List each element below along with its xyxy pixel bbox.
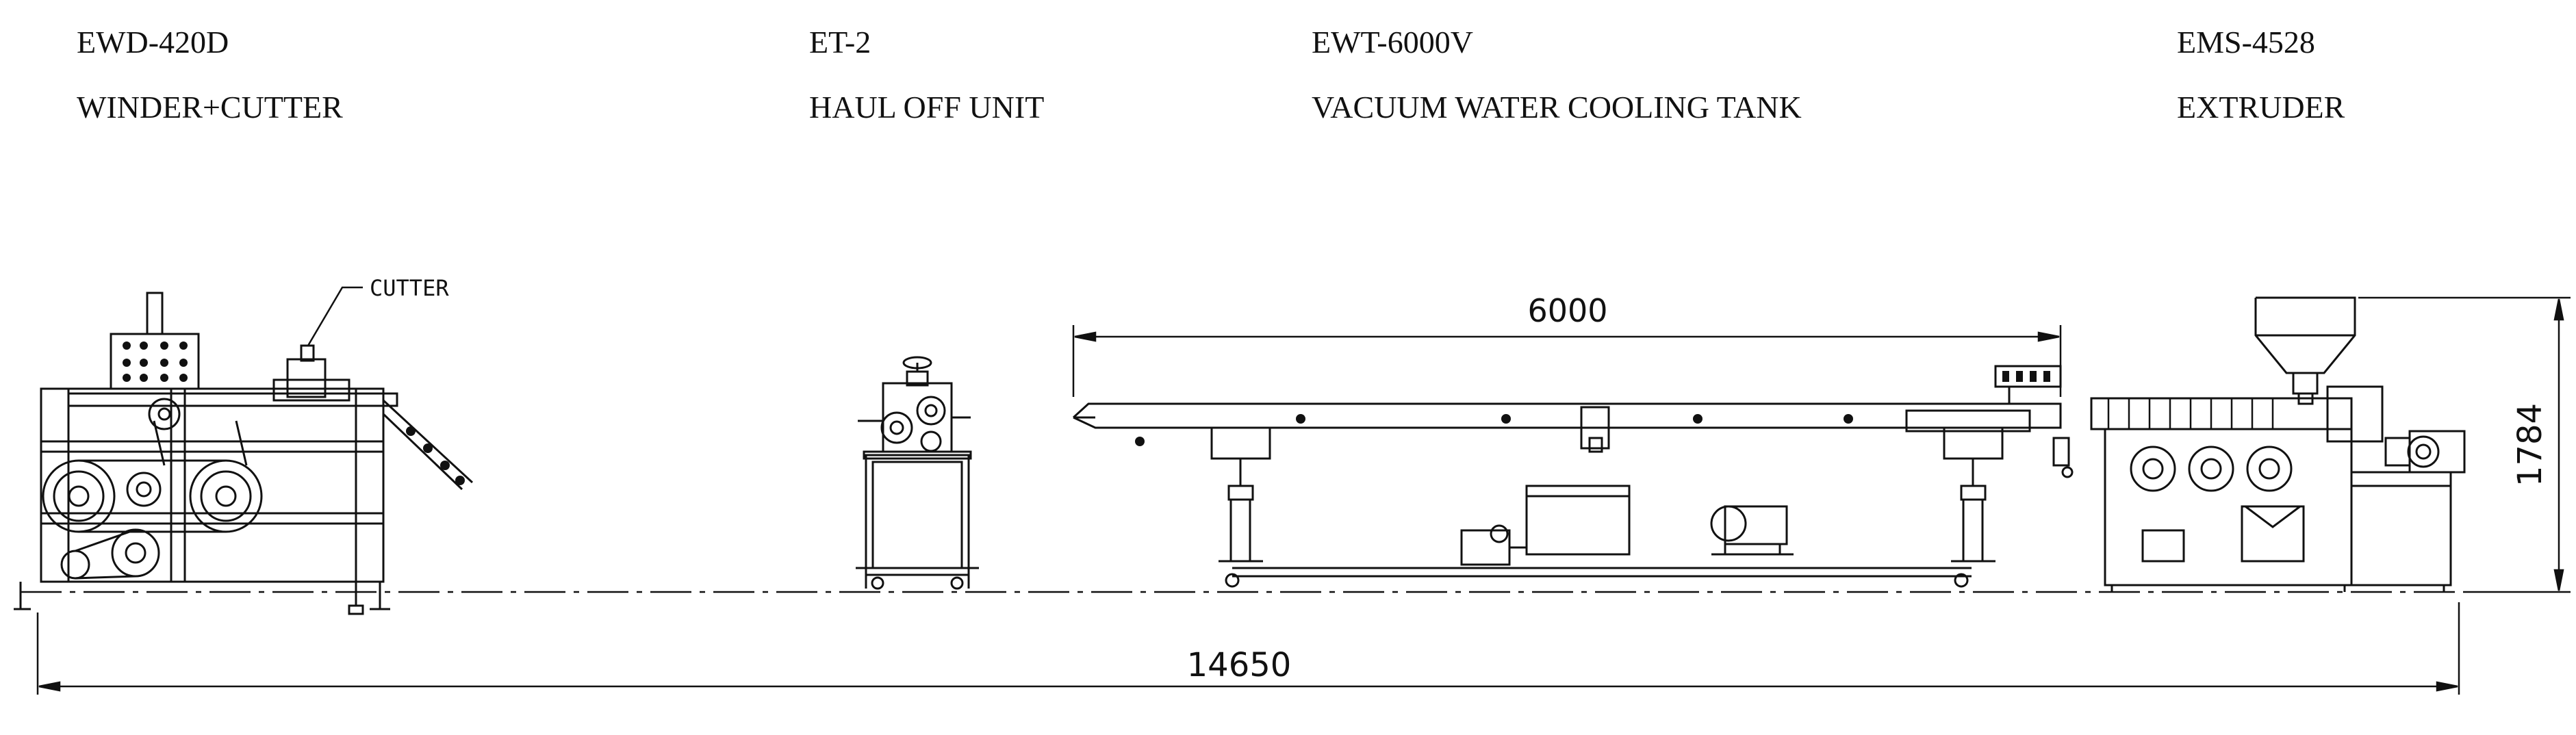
haul-off-machine xyxy=(856,356,979,590)
extruder-machine xyxy=(2090,296,2466,592)
winder-cutter-machine xyxy=(14,292,474,615)
height-dimension xyxy=(2358,296,2571,593)
cutter-callout-label: CUTTER xyxy=(370,275,449,301)
total-length-dimension xyxy=(36,602,2460,695)
height-value: 1784 xyxy=(2511,403,2549,487)
extruder-model-label: EMS-4528 xyxy=(2177,25,2315,60)
total-length-value: 14650 xyxy=(1187,646,1292,684)
winder-name-label: WINDER+CUTTER xyxy=(77,90,343,125)
haul-off-name-label: HAUL OFF UNIT xyxy=(809,90,1045,125)
cooling-tank-model-label: EWT-6000V xyxy=(1312,25,1473,60)
tank-length-value: 6000 xyxy=(1527,292,1607,329)
cutter-leader-line xyxy=(307,286,363,346)
cooling-tank-machine xyxy=(1072,365,2074,588)
tank-length-dimension xyxy=(1072,325,2062,397)
extruder-name-label: EXTRUDER xyxy=(2177,90,2345,125)
cooling-tank-name-label: VACUUM WATER COOLING TANK xyxy=(1312,90,1802,125)
haul-off-model-label: ET-2 xyxy=(809,25,871,60)
winder-model-label: EWD-420D xyxy=(77,25,229,60)
